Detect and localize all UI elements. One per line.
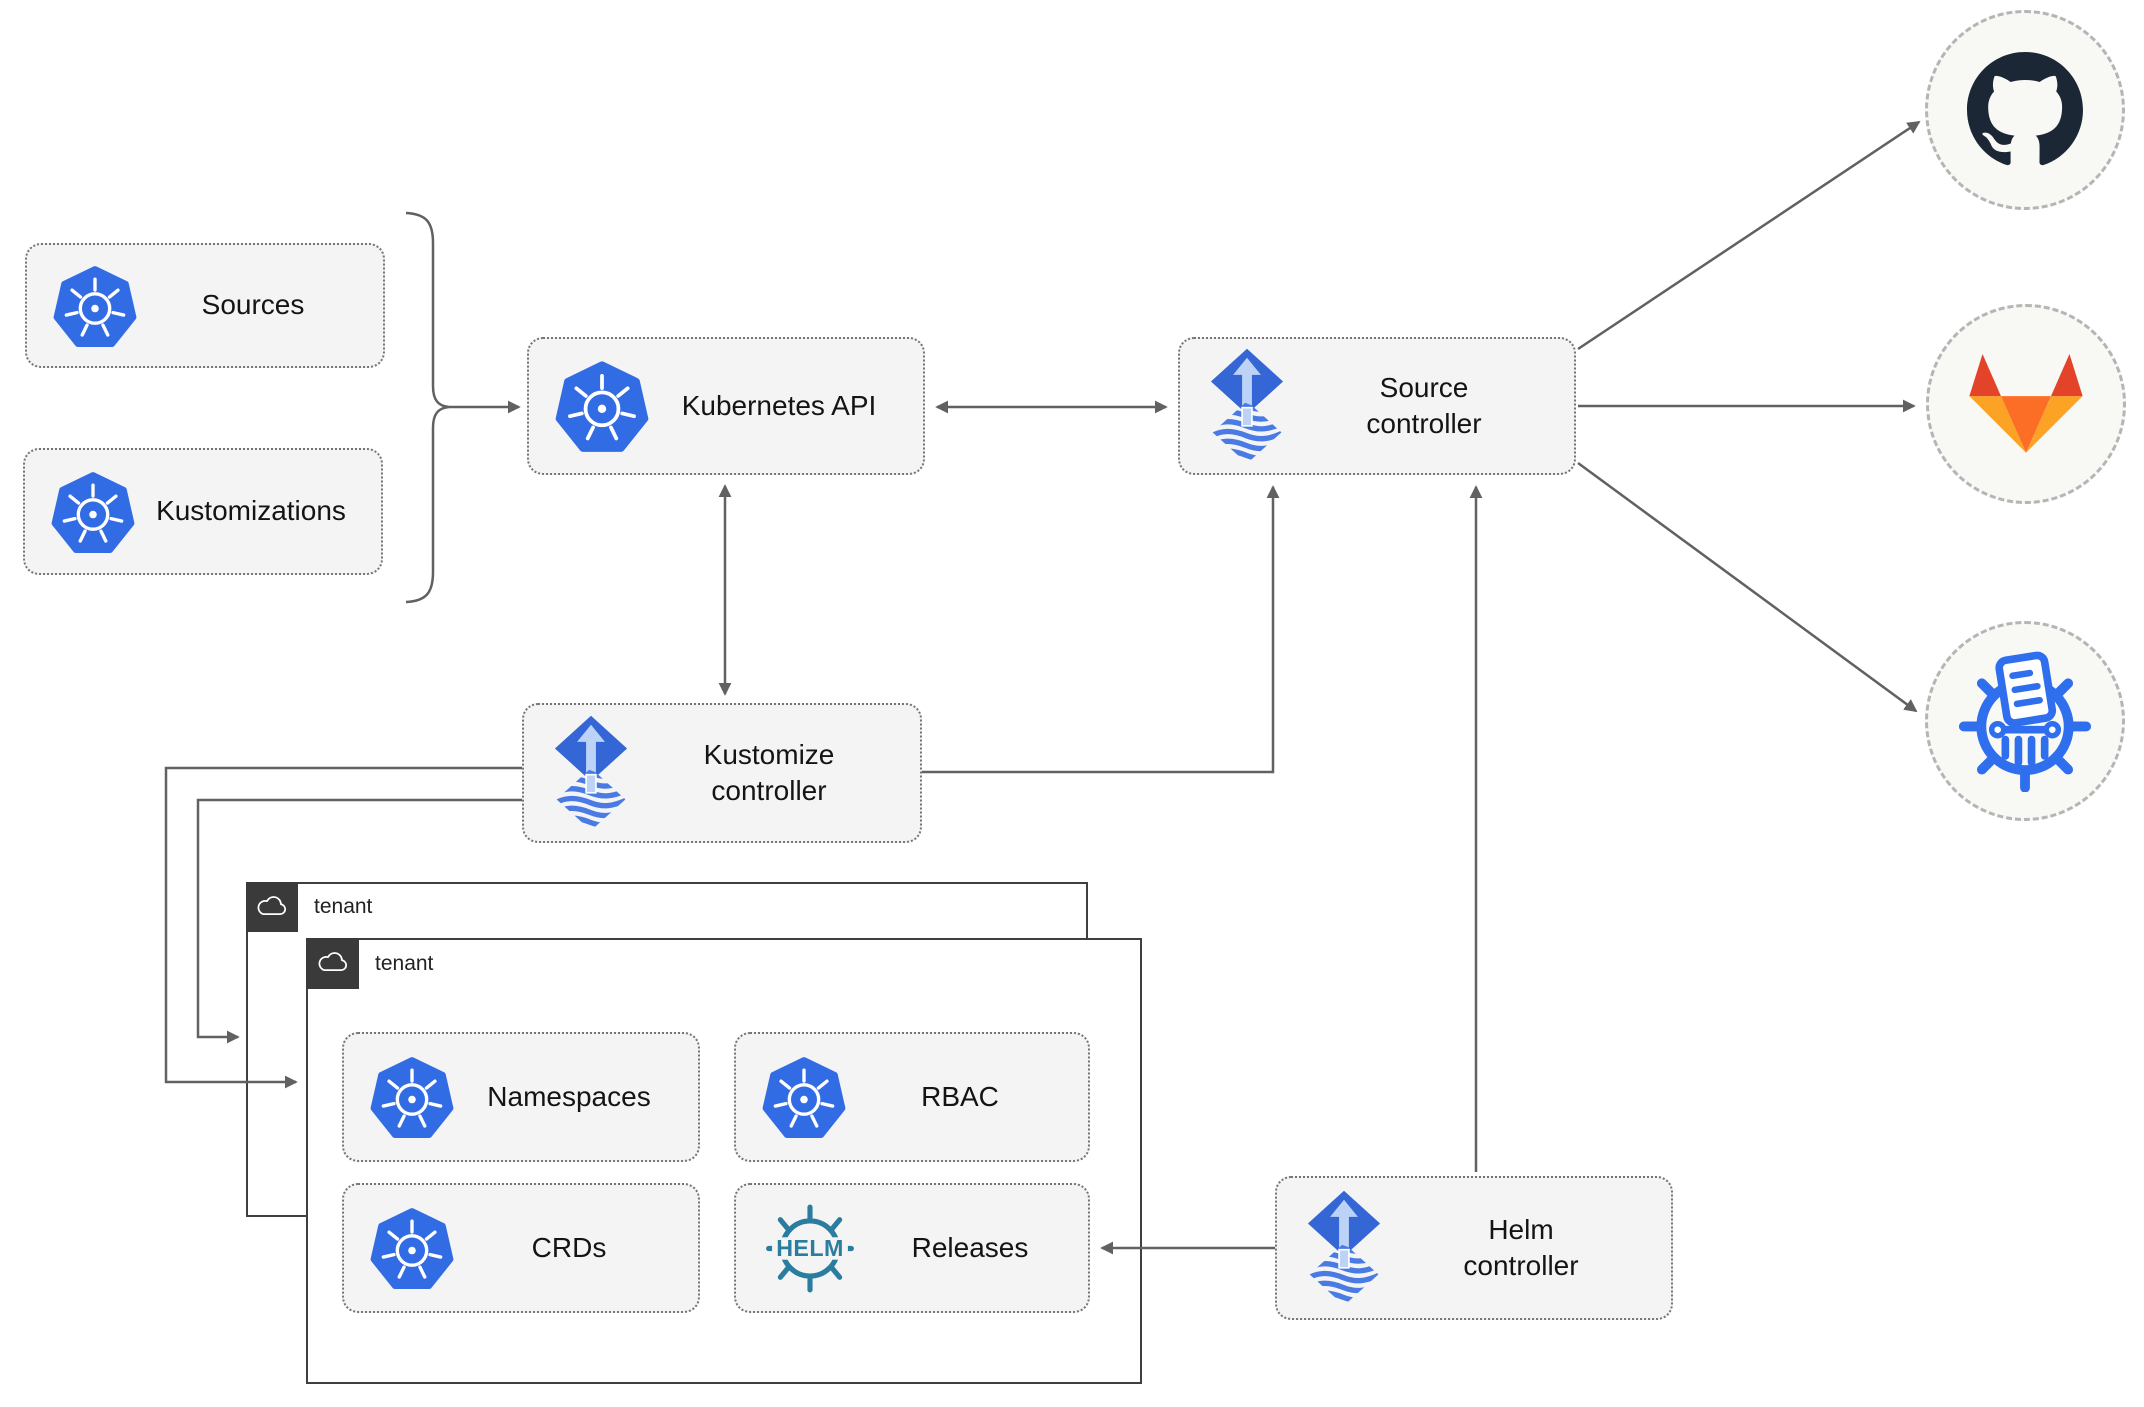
node-crds: CRDs [342,1183,700,1313]
node-kubernetes-api-label: Kubernetes API [681,389,877,421]
kubernetes-icon [51,470,135,554]
node-source-controller-label: Source controller [1366,371,1482,439]
node-source-controller: Source controller [1178,337,1576,475]
kubernetes-icon [370,1055,454,1139]
node-kustomize-controller-label: Kustomize controller [703,738,835,806]
node-kustomizations-label: Kustomizations [156,495,346,527]
endpoint-github [1925,10,2125,210]
node-rbac: RBAC [734,1032,1090,1162]
flux-icon [1303,1189,1385,1308]
kubernetes-icon [555,359,649,453]
node-crds-label: CRDs [531,1231,607,1263]
node-rbac-label: RBAC [921,1080,999,1112]
node-releases-label: Releases [911,1231,1029,1263]
node-helm-controller-label: Helm controller [1463,1213,1579,1281]
node-kustomizations: Kustomizations [23,448,383,575]
endpoint-chart-registry [1925,621,2125,821]
node-kubernetes-api: Kubernetes API [527,337,925,475]
node-releases: HELM Releases [734,1183,1090,1313]
helm-chart-registry-icon [1954,650,2096,792]
helm-wordmark: HELM [776,1235,844,1261]
kubernetes-icon [762,1055,846,1139]
endpoint-gitlab [1926,304,2126,504]
kubernetes-icon [53,264,137,348]
node-sources-label: Sources [201,289,305,321]
flux-icon [550,714,632,833]
node-sources: Sources [25,243,385,368]
node-namespaces-label: Namespaces [487,1080,651,1112]
node-kustomize-controller: Kustomize controller [522,703,922,843]
kubernetes-icon [370,1206,454,1290]
github-icon [1967,52,2083,168]
node-helm-controller: Helm controller [1275,1176,1673,1320]
helm-wheel-icon: HELM [754,1201,866,1296]
gitlab-icon [1960,350,2092,458]
node-namespaces: Namespaces [342,1032,700,1162]
flux-icon [1206,347,1288,466]
